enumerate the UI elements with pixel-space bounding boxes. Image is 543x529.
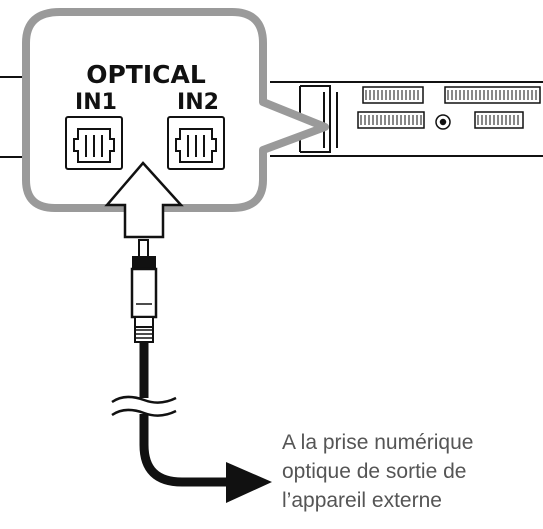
- connector-strip-3: [357, 111, 425, 129]
- optical-cable-plug: [130, 239, 158, 343]
- caption-line-1: A la prise numérique: [282, 431, 474, 454]
- port-in2-label: IN2: [177, 90, 219, 115]
- cable-direction-arrow-icon: [226, 462, 272, 503]
- caption-line-2: optique de sortie de: [282, 460, 467, 483]
- optical-cable: [139, 342, 232, 487]
- optical-label: OPTICAL: [86, 60, 206, 89]
- destination-caption: A la prise numérique optique de sortie d…: [282, 428, 537, 515]
- connector-strip-4: [474, 111, 524, 129]
- cable-break-icon: [111, 395, 177, 417]
- callout-bubble: [22, 8, 329, 212]
- port-in1-label: IN1: [75, 90, 117, 115]
- caption-line-3: l’appareil externe: [282, 489, 442, 512]
- optical-port-in1[interactable]: [65, 116, 123, 170]
- panel-connectors: [357, 86, 541, 130]
- optical-port-in2[interactable]: [167, 116, 225, 170]
- insert-arrow-icon: [104, 161, 184, 239]
